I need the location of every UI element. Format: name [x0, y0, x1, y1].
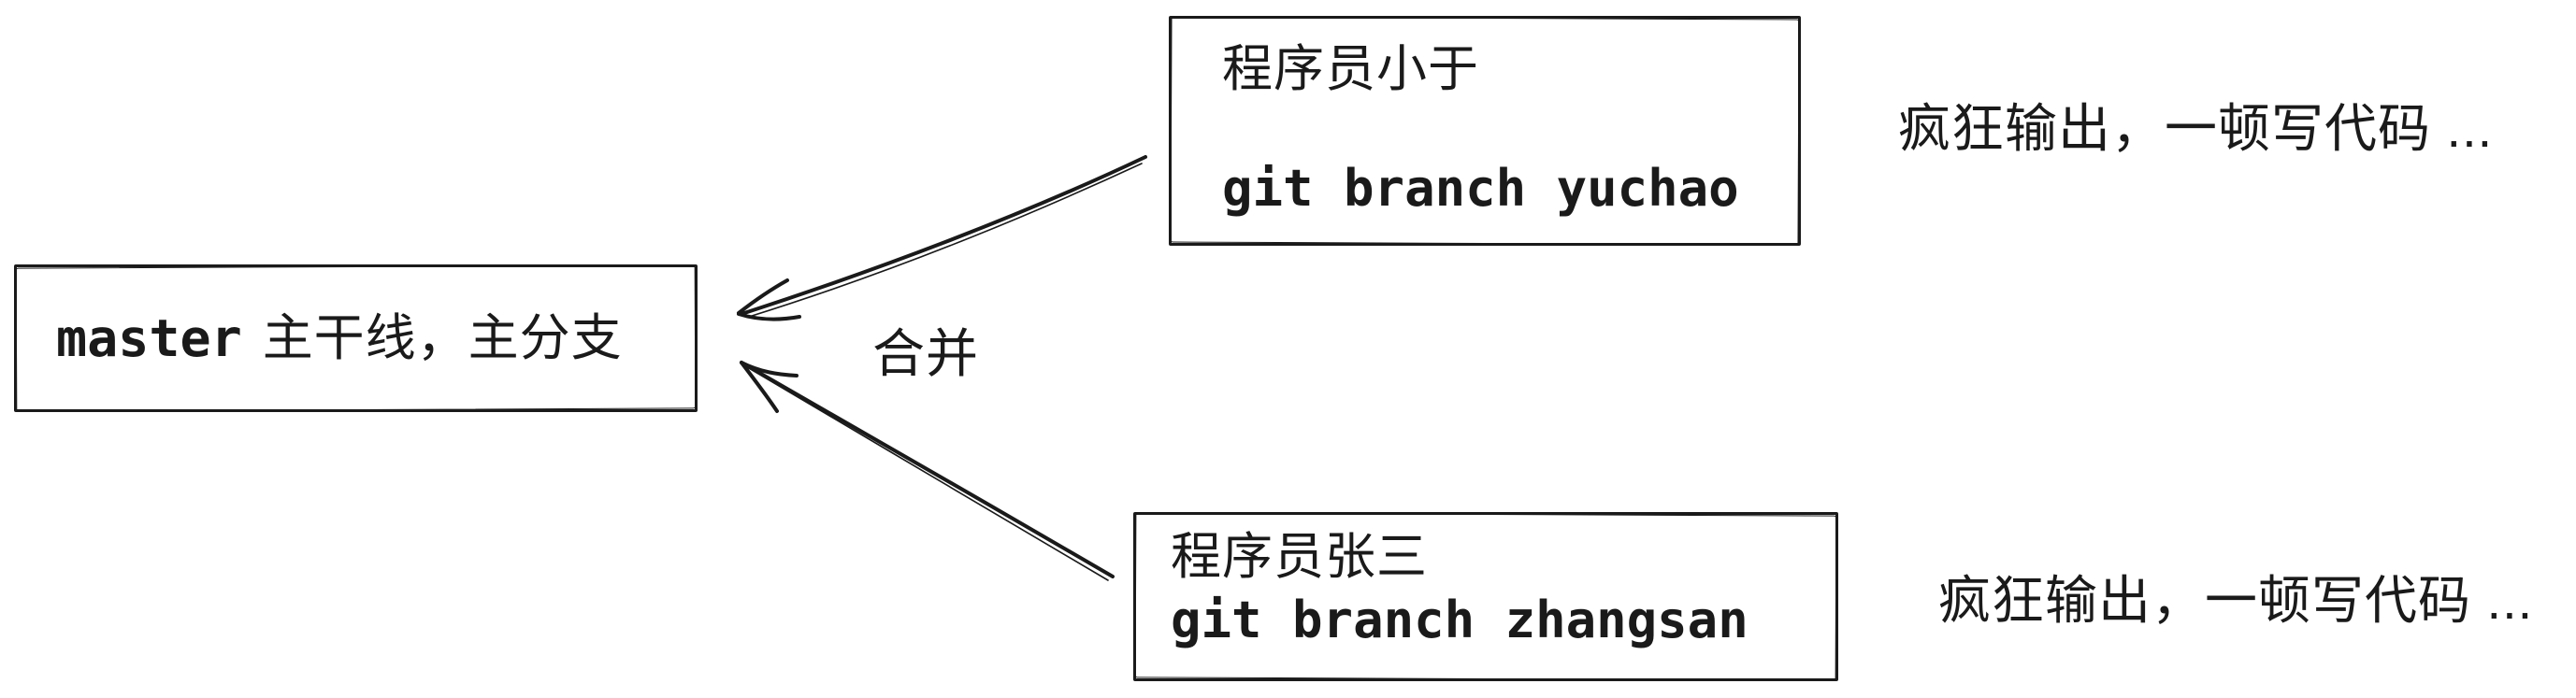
master-branch-box: master 主干线，主分支	[14, 264, 698, 412]
developer-box-zhangsan: 程序员张三 git branch zhangsan	[1133, 512, 1838, 681]
master-branch-name: master	[56, 307, 242, 368]
developer-box-yuchao: 程序员小于 git branch yuchao	[1169, 16, 1801, 246]
master-branch-label: 主干线，主分支	[262, 309, 623, 366]
developer-name: 程序员张三	[1171, 529, 1428, 585]
merge-arrow-from-zhangsan	[740, 361, 1115, 581]
git-branch-command: git branch zhangsan	[1171, 591, 1749, 649]
developer-name: 程序员小于	[1222, 41, 1479, 97]
merge-arrow-from-yuchao	[737, 155, 1147, 321]
git-branch-command: git branch yuchao	[1222, 159, 1739, 218]
coding-note-zhangsan: 疯狂输出，一顿写代码 ...	[1938, 571, 2534, 630]
merge-label: 合并	[872, 324, 979, 383]
coding-note-yuchao: 疯狂输出，一顿写代码 ...	[1898, 99, 2494, 158]
